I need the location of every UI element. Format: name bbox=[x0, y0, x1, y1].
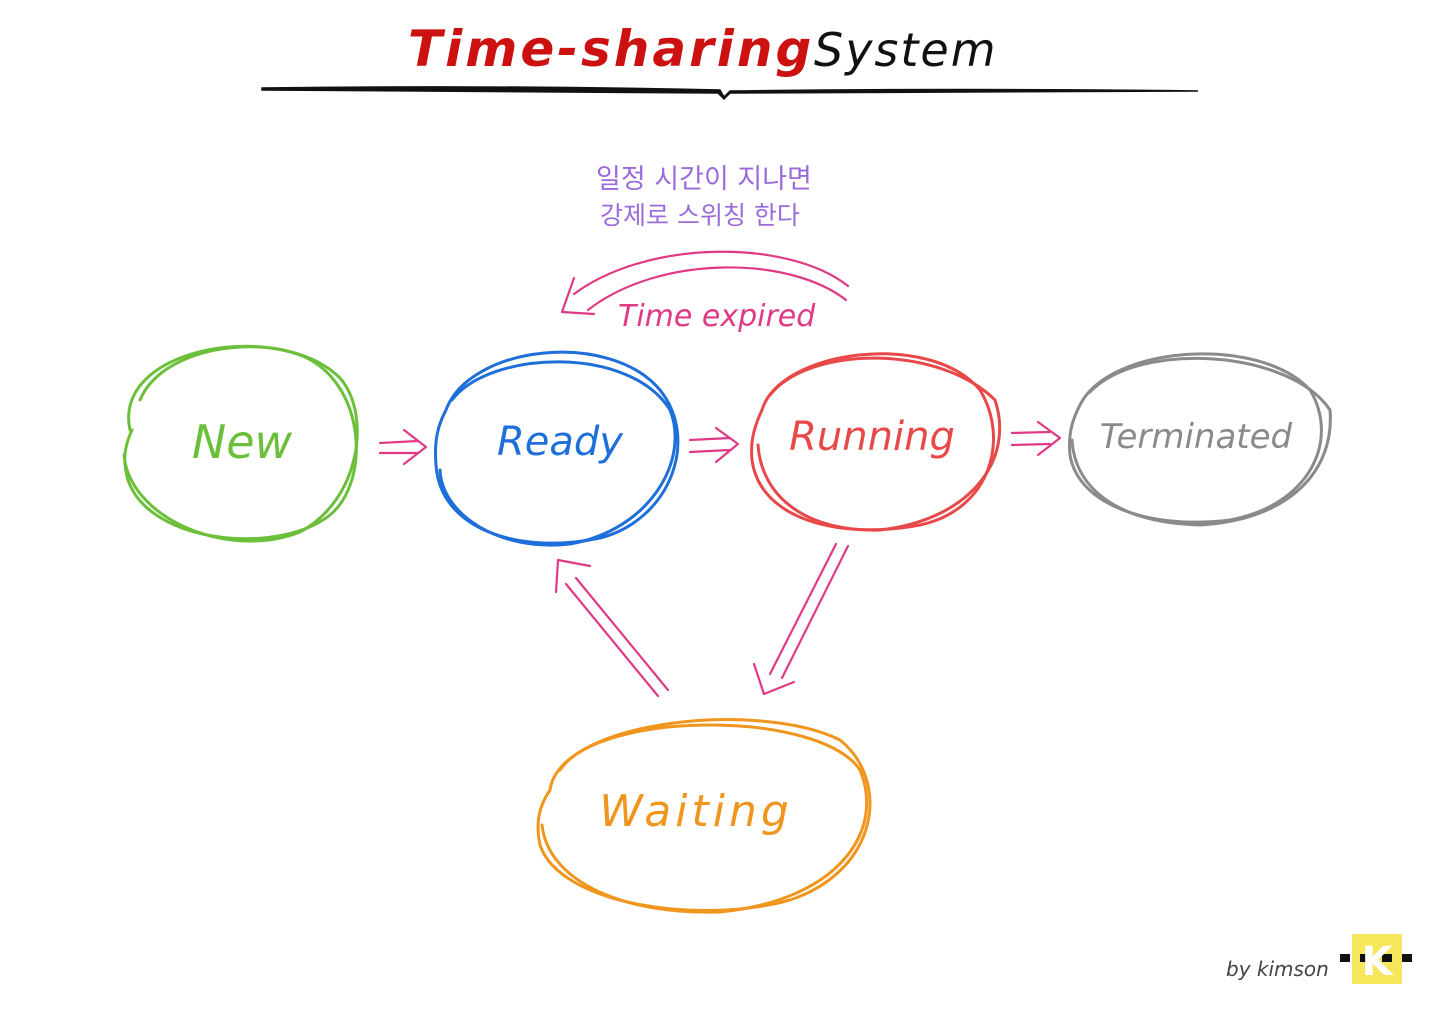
title-underline bbox=[261, 86, 1199, 101]
state-new bbox=[122, 344, 359, 543]
state-waiting bbox=[536, 718, 872, 914]
annotation-line1: 일정 시간이 지나면 bbox=[596, 164, 812, 195]
arrow-running-to-terminated bbox=[1010, 420, 1062, 457]
arrow-new-to-ready bbox=[378, 428, 428, 466]
state-waiting-label: Waiting bbox=[599, 786, 793, 837]
logo-letter: K bbox=[1362, 939, 1395, 985]
arrow-waiting-to-ready bbox=[554, 558, 670, 698]
title-part2: System bbox=[814, 23, 998, 77]
time-expired-arrow bbox=[560, 250, 850, 316]
state-ready-label: Ready bbox=[497, 419, 624, 465]
kimson-logo: K bbox=[1340, 934, 1412, 985]
state-ready bbox=[434, 350, 680, 547]
title-part1: Time-sharing bbox=[408, 20, 814, 78]
state-terminated bbox=[1068, 352, 1332, 527]
state-running-label: Running bbox=[789, 414, 955, 460]
title-group: Time-sharing System bbox=[261, 20, 1199, 101]
state-terminated-label: Terminated bbox=[1100, 417, 1293, 457]
footer: by kimson K bbox=[1226, 934, 1412, 985]
arrow-ready-to-running bbox=[688, 426, 740, 464]
state-new-label: New bbox=[192, 415, 293, 469]
annotation-group: 일정 시간이 지나면 강제로 스위칭 한다 bbox=[596, 164, 812, 230]
state-running bbox=[750, 352, 1002, 532]
author-credit: by kimson bbox=[1226, 957, 1329, 981]
time-expired-label: Time expired bbox=[618, 299, 816, 334]
arrow-running-to-waiting bbox=[752, 542, 850, 696]
annotation-line2: 강제로 스위칭 한다 bbox=[600, 201, 800, 230]
